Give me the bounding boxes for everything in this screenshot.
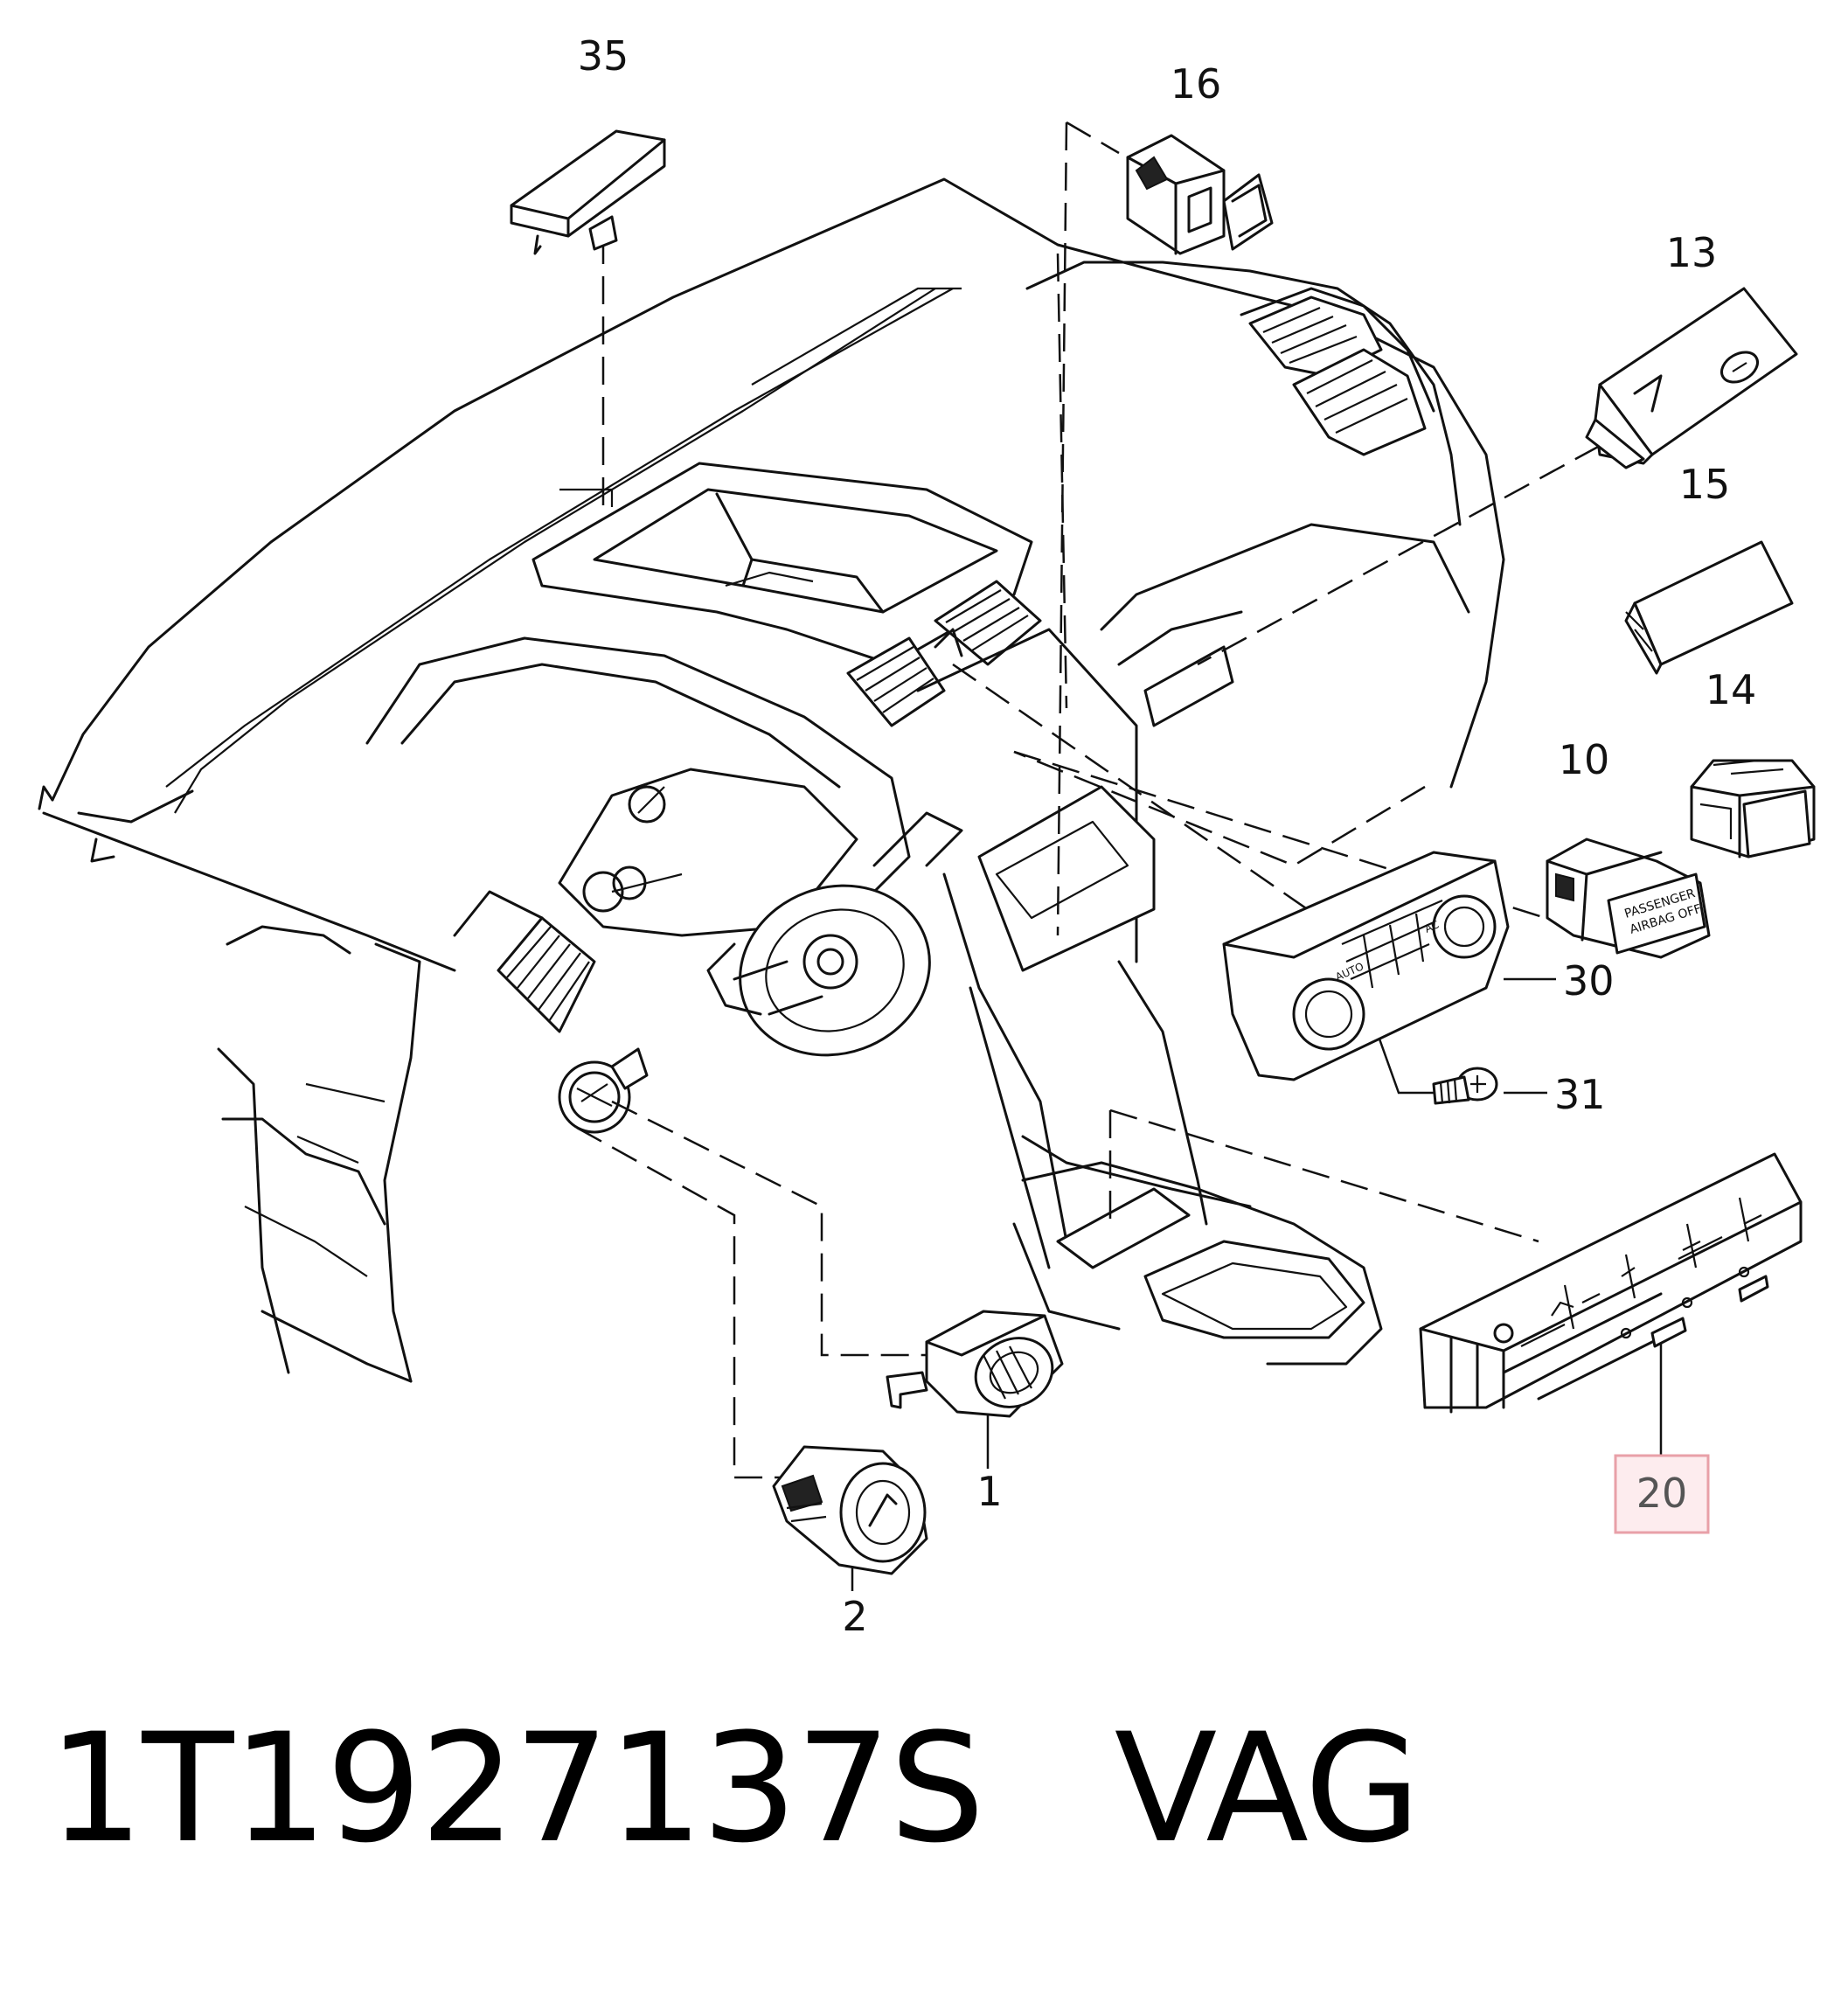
part-number: 1T1927137S [48,1700,985,1876]
part-20-switch-panel[interactable] [1419,1152,1803,1414]
part-31-screw[interactable] [1432,1067,1498,1105]
callout-10[interactable]: 10 [1559,736,1610,783]
light-switch-opening [558,1047,649,1134]
dashboard-outline [38,177,1505,1383]
callout-20[interactable]: 20 [1636,1470,1688,1517]
callout-31[interactable]: 31 [1554,1071,1606,1118]
display-hood [531,462,1033,666]
part-16-switch[interactable] [1126,134,1274,255]
part-1-rotary-switch[interactable] [886,1310,1064,1419]
part-13-switch[interactable] [1585,287,1798,469]
callout-labels: 35 16 13 15 14 10 30 31 20 1 2 [578,32,1757,1640]
callout-13[interactable]: 13 [1666,229,1718,276]
part-14-switch[interactable] [1690,759,1816,858]
callout-15[interactable]: 15 [1679,461,1731,508]
caption: 1T1927137S VAG [48,1700,1421,1876]
center-stack [916,628,1252,1269]
callout-14[interactable]: 14 [1706,666,1757,713]
center-vents [846,580,1042,727]
passenger-vent [1248,295,1427,456]
climate-ac-label: AC [1423,918,1442,935]
callout-2[interactable]: 2 [842,1593,867,1640]
part-2-light-switch[interactable] [772,1445,928,1575]
part-10-airbag-switch[interactable]: PASSENGER AIRBAG OFF [1546,838,1711,959]
glovebox-handle [1143,645,1234,727]
callout-20-highlight-box [1614,1454,1710,1534]
part-35-switch[interactable] [510,129,666,255]
steering-column [706,811,963,1057]
instrument-cluster [365,636,911,937]
callout-16[interactable]: 16 [1171,60,1222,108]
callout-30[interactable]: 30 [1563,957,1615,1004]
driver-vent [453,890,596,1033]
part-15-blank[interactable] [1624,540,1794,675]
floor-console [1012,1161,1383,1366]
callout-35[interactable]: 35 [578,32,629,80]
callout-1[interactable]: 1 [976,1468,1002,1515]
brand-name: VAG [1114,1700,1421,1876]
part-30-climate-control[interactable]: AUTO AC [1222,851,1510,1081]
